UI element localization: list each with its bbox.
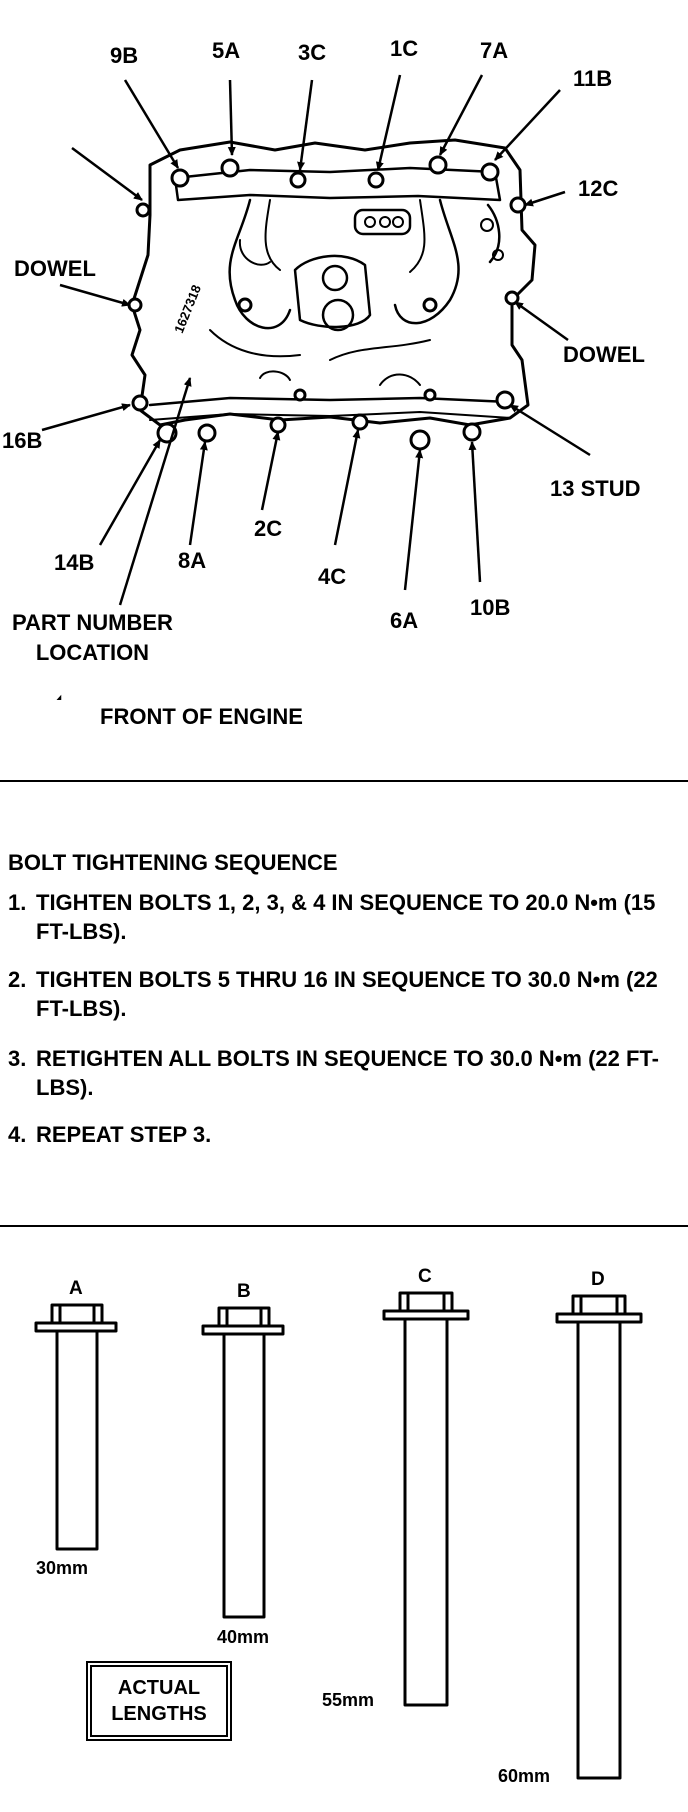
bottom-rail bbox=[148, 396, 512, 407]
step-1: 1. TIGHTEN BOLTS 1, 2, 3, & 4 IN SEQUENC… bbox=[8, 888, 678, 946]
step-number: 4. bbox=[8, 1122, 27, 1147]
label-2c: 2C bbox=[254, 516, 283, 541]
step-3: 3. RETIGHTEN ALL BOLTS IN SEQUENCE TO 30… bbox=[8, 1044, 678, 1102]
label-9b: 9B bbox=[110, 43, 139, 68]
label-13-stud: 13 STUD bbox=[550, 476, 641, 501]
step-number: 2. bbox=[8, 967, 27, 992]
front-of-engine-label: FRONT OF ENGINE bbox=[100, 704, 303, 729]
top-rail bbox=[173, 166, 502, 202]
bolt-b-length: 40mm bbox=[217, 1627, 270, 1647]
step-text: REPEAT STEP 3. bbox=[36, 1122, 212, 1147]
bolt-b bbox=[201, 1306, 285, 1619]
step-number: 3. bbox=[8, 1046, 27, 1071]
bolt-d-length: 60mm bbox=[498, 1766, 551, 1786]
part-number-line-1: PART NUMBER bbox=[12, 610, 173, 635]
divider-top bbox=[0, 780, 688, 782]
bolt-d-letter: D bbox=[591, 1269, 605, 1290]
step-text: RETIGHTEN ALL BOLTS IN SEQUENCE TO 30.0 … bbox=[36, 1046, 659, 1100]
actual-lengths-line-1: ACTUAL bbox=[117, 1677, 201, 1699]
label-16b: 16B bbox=[2, 428, 43, 453]
intake-manifold-diagram bbox=[41, 74, 591, 700]
label-6a: 6A bbox=[390, 608, 419, 633]
bolt-d bbox=[555, 1294, 643, 1780]
label-dowel-right: DOWEL bbox=[563, 342, 645, 367]
step-4: 4. REPEAT STEP 3. bbox=[8, 1120, 678, 1149]
label-8a: 8A bbox=[178, 548, 207, 573]
bolt-a bbox=[34, 1303, 118, 1551]
runner-right bbox=[393, 198, 460, 325]
label-4c: 4C bbox=[318, 564, 347, 589]
divider-bottom bbox=[0, 1225, 688, 1227]
label-11b: 11B bbox=[573, 66, 613, 91]
bolt-a-letter: A bbox=[69, 1278, 83, 1299]
step-2: 2. TIGHTEN BOLTS 5 THRU 16 IN SEQUENCE T… bbox=[8, 965, 678, 1023]
label-12c: 12C bbox=[578, 176, 619, 201]
bolt-c-length: 55mm bbox=[322, 1690, 375, 1710]
step-number: 1. bbox=[8, 890, 27, 915]
label-7a: 7A bbox=[480, 38, 509, 63]
label-14b: 14B bbox=[54, 550, 95, 575]
part-number-line-2: LOCATION bbox=[35, 640, 150, 665]
bolt-b-letter: B bbox=[237, 1281, 251, 1302]
label-3c: 3C bbox=[298, 40, 327, 65]
step-text: TIGHTEN BOLTS 1, 2, 3, & 4 IN SEQUENCE T… bbox=[36, 890, 656, 944]
label-1c: 1C bbox=[390, 36, 419, 61]
actual-lengths-line-2: LENGTHS bbox=[111, 1703, 207, 1725]
bolt-c bbox=[382, 1291, 470, 1707]
label-5a: 5A bbox=[212, 38, 241, 63]
actual-lengths-box: ACTUAL LENGTHS bbox=[90, 1665, 228, 1737]
step-text: TIGHTEN BOLTS 5 THRU 16 IN SEQUENCE TO 3… bbox=[36, 967, 658, 1021]
bolt-c-letter: C bbox=[418, 1266, 432, 1287]
label-dowel-left: DOWEL bbox=[14, 256, 96, 281]
sequence-title: BOLT TIGHTENING SEQUENCE bbox=[8, 850, 338, 875]
runner-left bbox=[228, 198, 292, 330]
front-arrow-icon bbox=[56, 694, 62, 700]
label-part-number-location: PART NUMBER LOCATION bbox=[12, 608, 173, 668]
bolt-a-length: 30mm bbox=[36, 1558, 89, 1578]
plenum bbox=[293, 254, 372, 329]
label-10b: 10B bbox=[470, 595, 511, 620]
